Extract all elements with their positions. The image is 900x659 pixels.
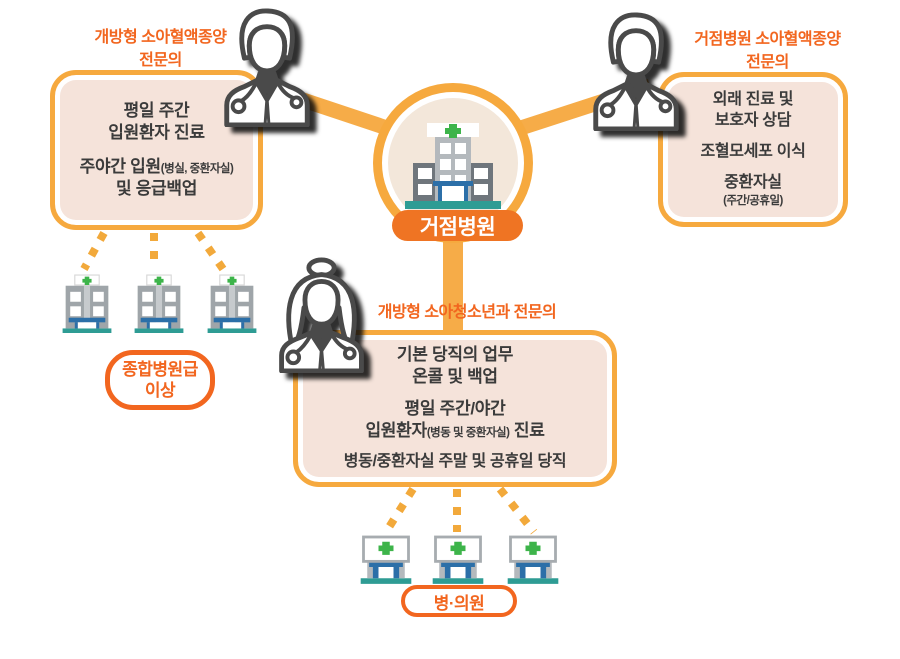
panel-hub-hematology-duties: 외래 진료 및 보호자 상담 조혈모세포 이식 중환자실 (주간/공휴일) <box>658 72 848 227</box>
duty-item: 평일 주간 입원환자 진료 <box>108 100 205 142</box>
hub-hospital-badge: 거점병원 <box>392 210 523 241</box>
green-cross-icon <box>378 541 394 555</box>
clinics-label: 병·의원 <box>401 585 517 617</box>
clinic-icon <box>507 535 559 584</box>
title-line: 전문의 <box>746 54 789 72</box>
general-hospitals-label: 종합병원급 이상 <box>105 350 215 410</box>
green-cross-icon <box>450 541 466 555</box>
green-cross-icon <box>525 541 541 555</box>
title-open-pediatrics-specialist: 개방형 소아청소년과 전문의 <box>377 304 557 321</box>
clinic-icon <box>360 535 412 584</box>
green-cross-icon <box>82 276 92 285</box>
dashed-links-hospitals <box>80 230 227 272</box>
dashed-links-clinics <box>382 486 538 535</box>
title-line: 거점병원 소아혈액종양 <box>694 31 841 48</box>
female-doctor-icon <box>279 257 364 373</box>
duty-item: 외래 진료 및 보호자 상담 <box>712 91 794 130</box>
duty-item: 평일 주간/야간 입원환자(병동 및 중환자실) 진료 <box>365 399 545 441</box>
title-line: 전문의 <box>139 52 182 70</box>
duty-item: 기본 당직의 업무 온콜 및 백업 <box>396 344 514 386</box>
duty-item: 주야간 입원(병실, 중환자실) 및 응급백업 <box>79 157 234 199</box>
green-cross-icon <box>445 124 461 138</box>
male-doctor-icon <box>224 8 310 127</box>
general-hospital-icon <box>62 274 112 333</box>
clinic-icon <box>432 535 484 584</box>
male-doctor-icon <box>593 12 679 131</box>
duty-item: 중환자실 (주간/공휴일) <box>723 173 783 207</box>
general-hospital-icon <box>134 274 184 333</box>
title-hub-hematology-specialist: 거점병원 소아혈액종양 전문의 <box>660 28 875 74</box>
title-line: 개방형 소아혈액종양 <box>94 29 227 46</box>
duty-item: 병동/중환자실 주말 및 공휴일 당직 <box>343 453 567 471</box>
title-open-hematology-specialist: 개방형 소아혈액종양 전문의 <box>58 26 263 72</box>
general-hospital-icon <box>207 274 257 333</box>
duty-item: 조혈모세포 이식 <box>700 143 806 161</box>
hospital-building-icon <box>405 123 501 209</box>
